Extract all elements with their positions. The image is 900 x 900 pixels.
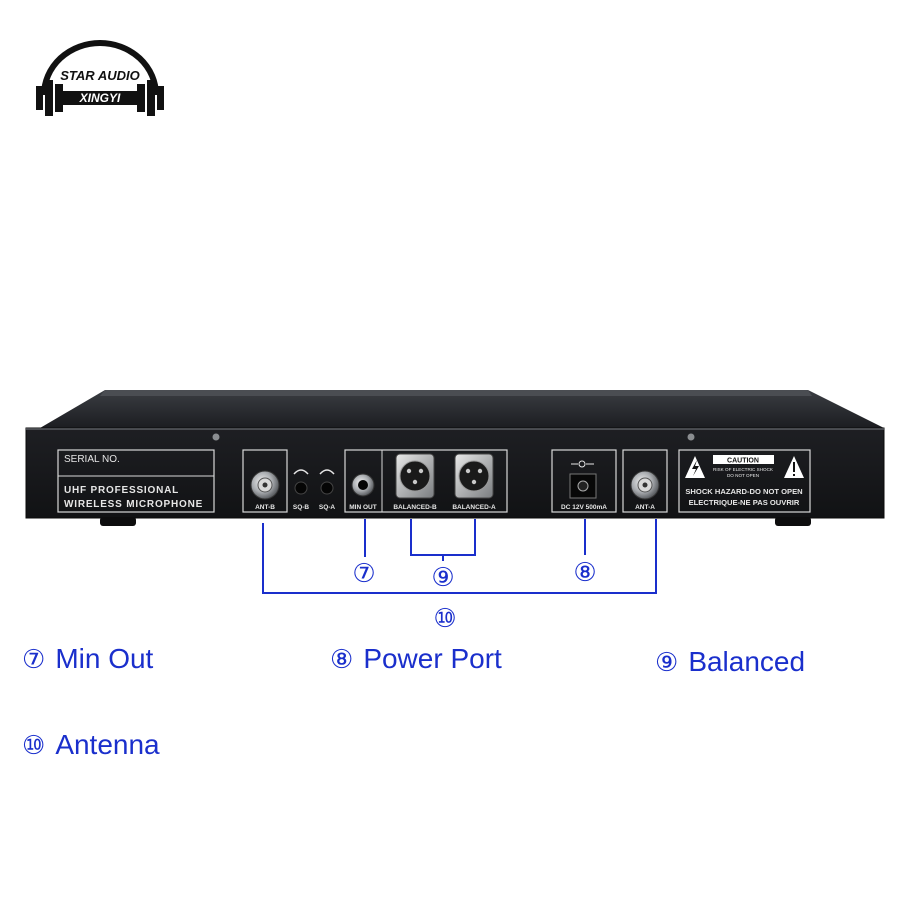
legend-item-antenna: ⑩ Antenna [22,729,160,761]
audio-output-group: MIN OUT BALANCED-B BALANCED-A [344,449,508,513]
squelch-controls: SQ-B SQ-A [293,469,336,511]
caution-label: CAUTION RISK OF ELECTRIC SHOCK DO NOT OP… [678,449,811,513]
receiver-back-panel: SERIAL NO. UHF PROFESSIONAL WIRELESS MIC… [25,390,885,526]
min-out-jack: MIN OUT [349,473,377,511]
legend-label: Antenna [55,729,160,760]
legend-item-min-out: ⑦ Min Out [22,643,154,675]
rubber-foot [100,517,136,526]
warning-triangle-icon [685,456,705,478]
caution-line-1: RISK OF ELECTRIC SHOCK [713,467,774,472]
warning-triangle-icon [784,456,804,478]
serial-label: SERIAL NO. [64,454,120,465]
legend-label: Min Out [55,643,154,674]
callout-min-out: ⑦ [352,559,375,589]
legend-number: ⑦ [22,645,46,675]
legend-number: ⑧ [330,645,354,675]
antenna-b-port: ANT-B [242,449,288,513]
power-port: DC 12V 500mA [551,449,617,513]
squelch-b-knob [294,481,308,495]
callout-power: ⑧ [573,558,596,588]
headphone-band [41,40,159,96]
sq-b-label: SQ-B [293,504,310,511]
screw-icon [687,433,695,441]
antenna-callout-line [262,519,657,594]
callout-antenna: ⑩ [433,604,456,634]
dumbbell-icon [36,80,164,116]
brand-logo: STAR AUDIO XINGYI [36,40,164,116]
legend-number: ⑩ [22,731,46,761]
caution-line-2: DO NOT OPEN [727,473,759,478]
ant-b-label: ANT-B [255,504,275,511]
product-line-2: WIRELESS MICROPHONE [64,499,203,510]
dc-polarity-icon [571,460,594,468]
min-out-label: MIN OUT [349,504,376,511]
xlr-a-connector: BALANCED-A [452,453,496,511]
chassis-top [40,390,884,428]
legend-number: ⑨ [655,648,679,678]
legend-item-power-port: ⑧ Power Port [330,643,502,675]
caution-line-4: ELECTRIQUE-NE PAS OUVRIR [689,498,800,507]
balanced-callout-line [410,519,476,556]
rubber-foot [775,517,811,526]
caution-line-3: SHOCK HAZARD-DO NOT OPEN [685,487,802,496]
logo-top-text: STAR AUDIO [60,68,139,83]
squelch-a-knob [320,481,334,495]
caution-title: CAUTION [727,458,759,465]
serial-label-box: SERIAL NO. UHF PROFESSIONAL WIRELESS MIC… [57,449,215,513]
legend-label: Balanced [688,646,806,677]
ant-a-label: ANT-A [635,504,655,511]
sq-a-label: SQ-A [319,504,336,511]
antenna-a-port: ANT-A [622,449,668,513]
balanced-a-label: BALANCED-A [452,504,496,511]
screw-icon [212,433,220,441]
product-line-1: UHF PROFESSIONAL [64,485,179,496]
legend-item-balanced: ⑨ Balanced [655,646,806,678]
balanced-b-label: BALANCED-B [393,504,437,511]
legend-label: Power Port [363,643,502,674]
callout-balanced: ⑨ [431,563,454,593]
xlr-b-connector: BALANCED-B [393,453,437,511]
logo-bottom-text: XINGYI [79,91,121,105]
callout-lines [262,519,657,594]
dc-label: DC 12V 500mA [561,504,607,511]
